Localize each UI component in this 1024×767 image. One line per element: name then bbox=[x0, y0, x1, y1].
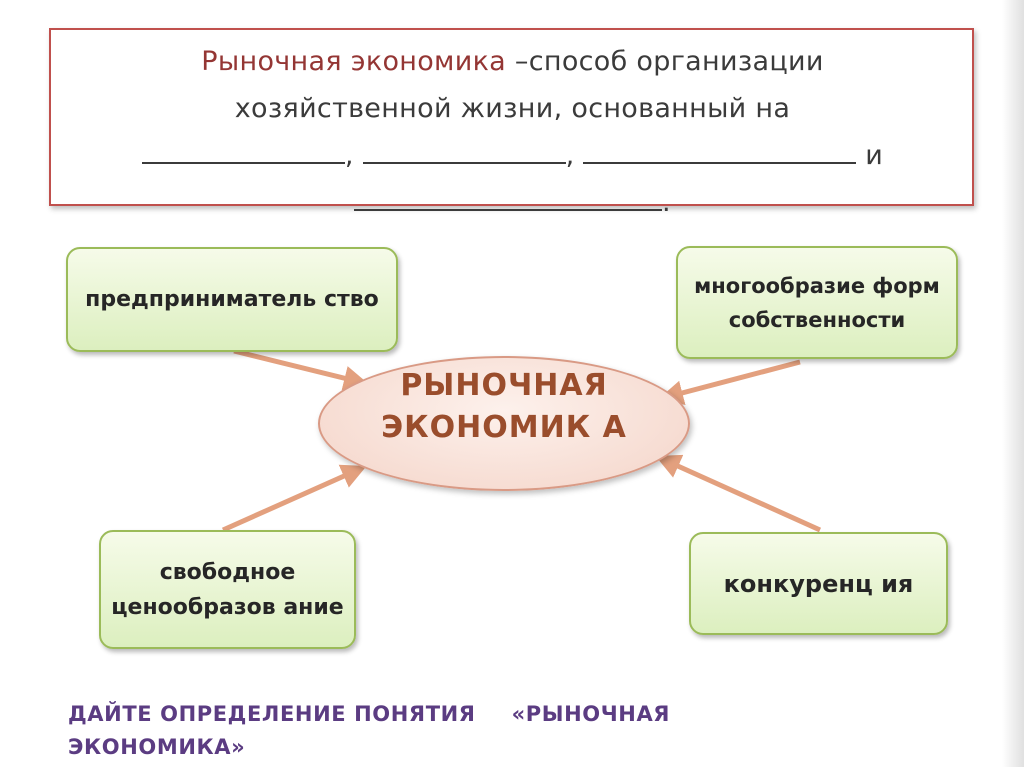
blank-4[interactable] bbox=[354, 179, 663, 211]
definition-end: . bbox=[662, 187, 671, 218]
definition-line-1: Рыночная экономика –способ организации bbox=[60, 38, 965, 85]
conjunction: и bbox=[865, 140, 884, 171]
node-label: конкуренц ия bbox=[723, 569, 914, 598]
node-entrepreneurship: предприниматель ство bbox=[66, 247, 398, 352]
task-text: ДАЙТЕ ОПРЕДЕЛЕНИЕ ПОНЯТИЯ«РЫНОЧНАЯ ЭКОНО… bbox=[68, 698, 828, 764]
node-ownership-diversity: многообразие форм собственности bbox=[676, 246, 958, 359]
blank-2[interactable] bbox=[362, 132, 566, 164]
node-free-pricing: свободное ценообразов ание bbox=[99, 530, 356, 649]
definition-term: Рыночная экономика bbox=[201, 46, 507, 77]
hub-ellipse bbox=[318, 356, 690, 491]
task-part-2: «РЫНОЧНАЯ ЭКОНОМИКА» bbox=[68, 702, 671, 759]
blank-3[interactable] bbox=[583, 132, 857, 164]
node-competition: конкуренц ия bbox=[689, 532, 948, 635]
slide-edge-shadow bbox=[1002, 0, 1024, 767]
hub-label: РЫНОЧНАЯ ЭКОНОМИК А bbox=[381, 368, 627, 445]
blank-1[interactable] bbox=[141, 132, 345, 164]
arrow-from-competition bbox=[655, 454, 822, 533]
definition-box bbox=[49, 28, 974, 206]
definition-text: Рыночная экономика –способ организации х… bbox=[60, 38, 965, 226]
arrow-from-entrepreneurship bbox=[233, 348, 369, 391]
arrow-from-free-pricing bbox=[221, 464, 367, 533]
definition-text-2: хозяйственной жизни, основанный на bbox=[234, 93, 791, 124]
definition-line-3: , , и bbox=[60, 132, 965, 179]
definition-text-1: –способ организации bbox=[514, 46, 824, 77]
separator-2: , bbox=[565, 140, 575, 171]
task-part-1: ДАЙТЕ ОПРЕДЕЛЕНИЕ ПОНЯТИЯ bbox=[68, 702, 476, 726]
arrow-from-ownership-diversity bbox=[658, 359, 801, 406]
definition-line-2: хозяйственной жизни, основанный на bbox=[60, 85, 965, 132]
definition-line-4: . bbox=[60, 179, 965, 226]
node-label: многообразие форм собственности bbox=[694, 273, 940, 332]
separator-1: , bbox=[344, 140, 354, 171]
node-label: свободное ценообразов ание bbox=[111, 559, 344, 620]
node-label: предприниматель ство bbox=[85, 287, 379, 312]
